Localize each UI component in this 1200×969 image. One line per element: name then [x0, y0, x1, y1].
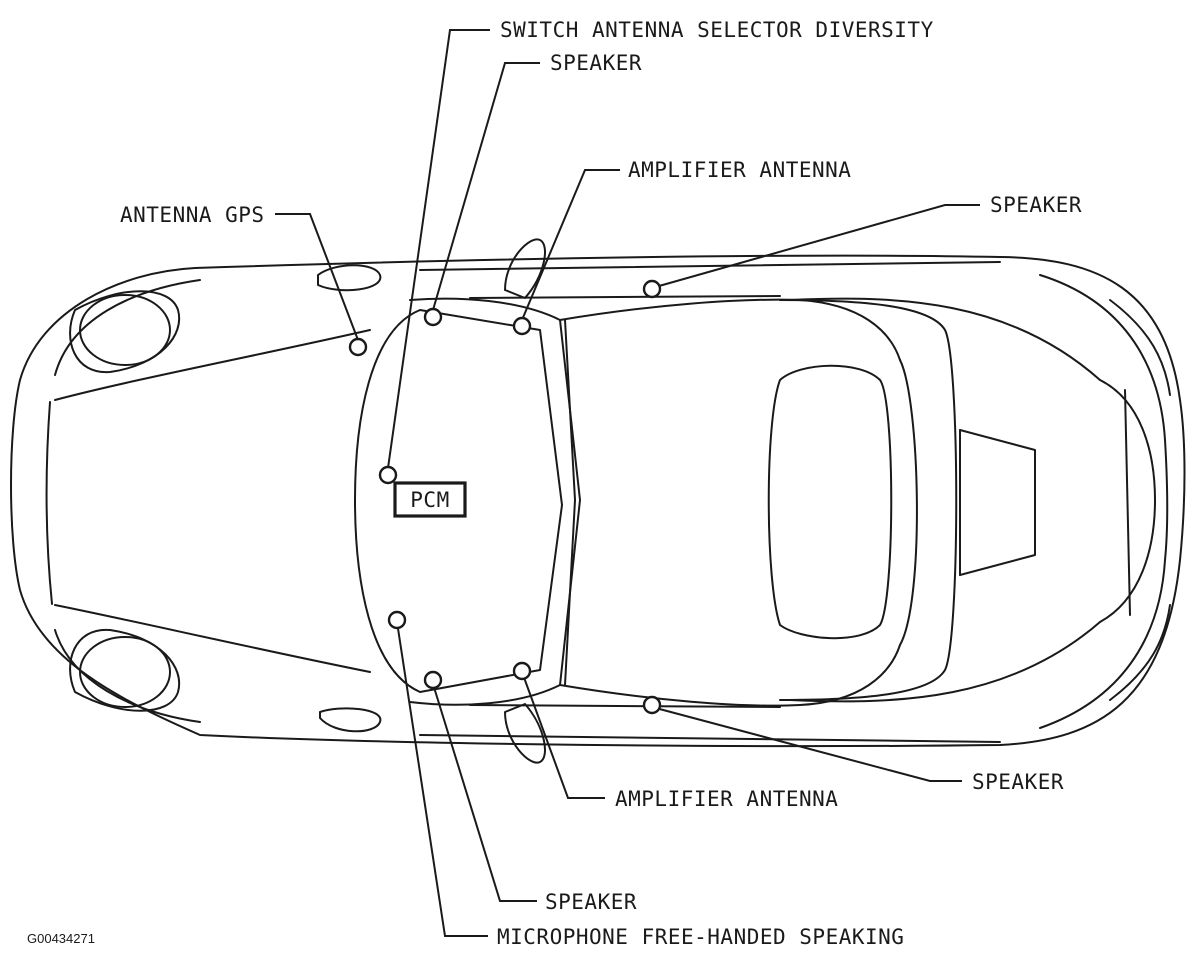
figure-id: G00434271	[27, 931, 95, 946]
microphone-marker[interactable]	[387, 610, 407, 630]
fender-vent-top	[317, 264, 382, 292]
mirror-bottom	[504, 703, 546, 764]
pcm-module[interactable]: PCM	[393, 481, 467, 518]
headlight-right	[69, 628, 181, 712]
antenna-gps-marker[interactable]	[348, 337, 368, 357]
amplifier-antenna-bottom-marker[interactable]	[512, 661, 532, 681]
switch-antenna-selector-label: SWITCH ANTENNA SELECTOR DIVERSITY	[500, 18, 934, 42]
speaker-bottom-right-marker[interactable]	[642, 695, 662, 715]
antenna-gps-label: ANTENNA GPS	[120, 203, 265, 227]
speaker-bottom-left-label: SPEAKER	[545, 890, 637, 914]
car-body-outline	[10, 254, 1186, 748]
microphone-label: MICROPHONE FREE-HANDED SPEAKING	[497, 925, 904, 949]
leader-lines	[275, 29, 980, 937]
speaker-top-right-label: SPEAKER	[990, 193, 1082, 217]
speaker-top-left-label: SPEAKER	[550, 51, 642, 75]
component-markers	[348, 279, 662, 715]
switch-antenna-selector-marker[interactable]	[378, 465, 398, 485]
pcm-label: PCM	[410, 488, 449, 512]
speaker-top-right-marker[interactable]	[642, 279, 662, 299]
mirror-top	[504, 238, 546, 299]
speaker-bottom-left-marker[interactable]	[423, 670, 443, 690]
fender-vent-bottom	[319, 707, 382, 733]
amplifier-antenna-bottom-label: AMPLIFIER ANTENNA	[615, 787, 838, 811]
headlight-left	[69, 290, 181, 374]
amplifier-antenna-top-label: AMPLIFIER ANTENNA	[628, 158, 851, 182]
speaker-bottom-right-label: SPEAKER	[972, 770, 1064, 794]
amplifier-antenna-top-marker[interactable]	[512, 316, 532, 336]
callout-labels: SWITCH ANTENNA SELECTOR DIVERSITY SPEAKE…	[120, 18, 1082, 949]
speaker-top-left-marker[interactable]	[423, 307, 443, 327]
rear-window	[767, 299, 958, 701]
